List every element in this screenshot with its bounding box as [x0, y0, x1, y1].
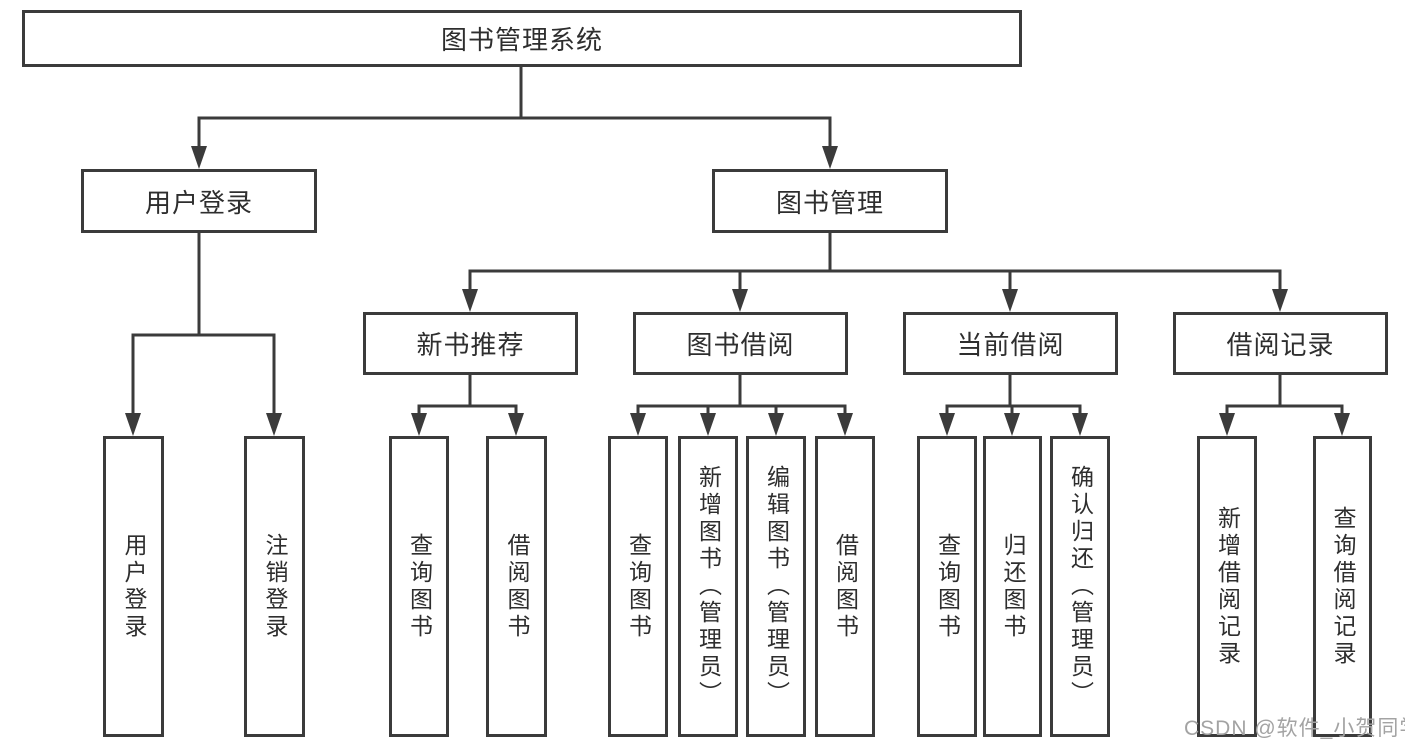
- leaf-label: 借阅图书: [504, 532, 530, 641]
- leaf-borrow-books: 借阅图书: [815, 436, 875, 737]
- node-label: 图书管理: [775, 187, 884, 218]
- leaf-label: 新增借阅记录: [1214, 505, 1241, 668]
- leaf-label: 确认归还（管理员）: [1067, 465, 1094, 708]
- leaf-query-books-recommend: 查询图书: [389, 436, 449, 737]
- leaf-logout: 注销登录: [244, 436, 305, 737]
- leaf-add-borrow-record: 新增借阅记录: [1197, 436, 1257, 737]
- node-label: 借阅记录: [1226, 330, 1335, 360]
- leaf-label: 编辑图书（管理员）: [763, 465, 790, 708]
- leaf-query-borrow-record: 查询借阅记录: [1313, 436, 1372, 737]
- node-borrowing-records: 借阅记录: [1173, 312, 1388, 375]
- leaf-label: 查询借阅记录: [1330, 505, 1356, 668]
- leaf-label: 归还图书: [1000, 532, 1026, 641]
- leaf-label: 注销登录: [262, 532, 288, 641]
- node-root-system: 图书管理系统: [22, 10, 1022, 67]
- node-label: 当前借阅: [956, 330, 1065, 360]
- leaf-label: 查询图书: [934, 532, 961, 641]
- leaf-label: 查询图书: [625, 532, 652, 641]
- leaf-query-books-current: 查询图书: [917, 436, 977, 737]
- leaf-user-login: 用户登录: [103, 436, 164, 737]
- leaf-label: 借阅图书: [832, 532, 859, 641]
- node-user-login: 用户登录: [81, 169, 317, 233]
- leaf-add-books-admin: 新增图书（管理员）: [678, 436, 738, 737]
- node-book-management: 图书管理: [712, 169, 948, 233]
- node-label: 图书借阅: [686, 330, 795, 360]
- csdn-watermark: CSDN @软件_小贺同学: [1184, 717, 1405, 740]
- node-label: 图书管理系统: [440, 25, 603, 55]
- leaf-confirm-return-admin: 确认归还（管理员）: [1050, 436, 1110, 737]
- node-label: 用户登录: [144, 187, 253, 218]
- leaf-query-books-borrowing: 查询图书: [608, 436, 668, 737]
- node-label: 新书推荐: [416, 330, 525, 360]
- node-book-borrowing: 图书借阅: [633, 312, 848, 375]
- leaf-label: 新增图书（管理员）: [695, 465, 722, 708]
- node-current-borrowing: 当前借阅: [903, 312, 1118, 375]
- leaf-label: 用户登录: [121, 532, 147, 641]
- leaf-edit-books-admin: 编辑图书（管理员）: [746, 436, 806, 737]
- node-new-book-recommend: 新书推荐: [363, 312, 578, 375]
- leaf-label: 查询图书: [406, 532, 433, 641]
- leaf-return-books: 归还图书: [983, 436, 1042, 737]
- leaf-borrow-books-recommend: 借阅图书: [486, 436, 547, 737]
